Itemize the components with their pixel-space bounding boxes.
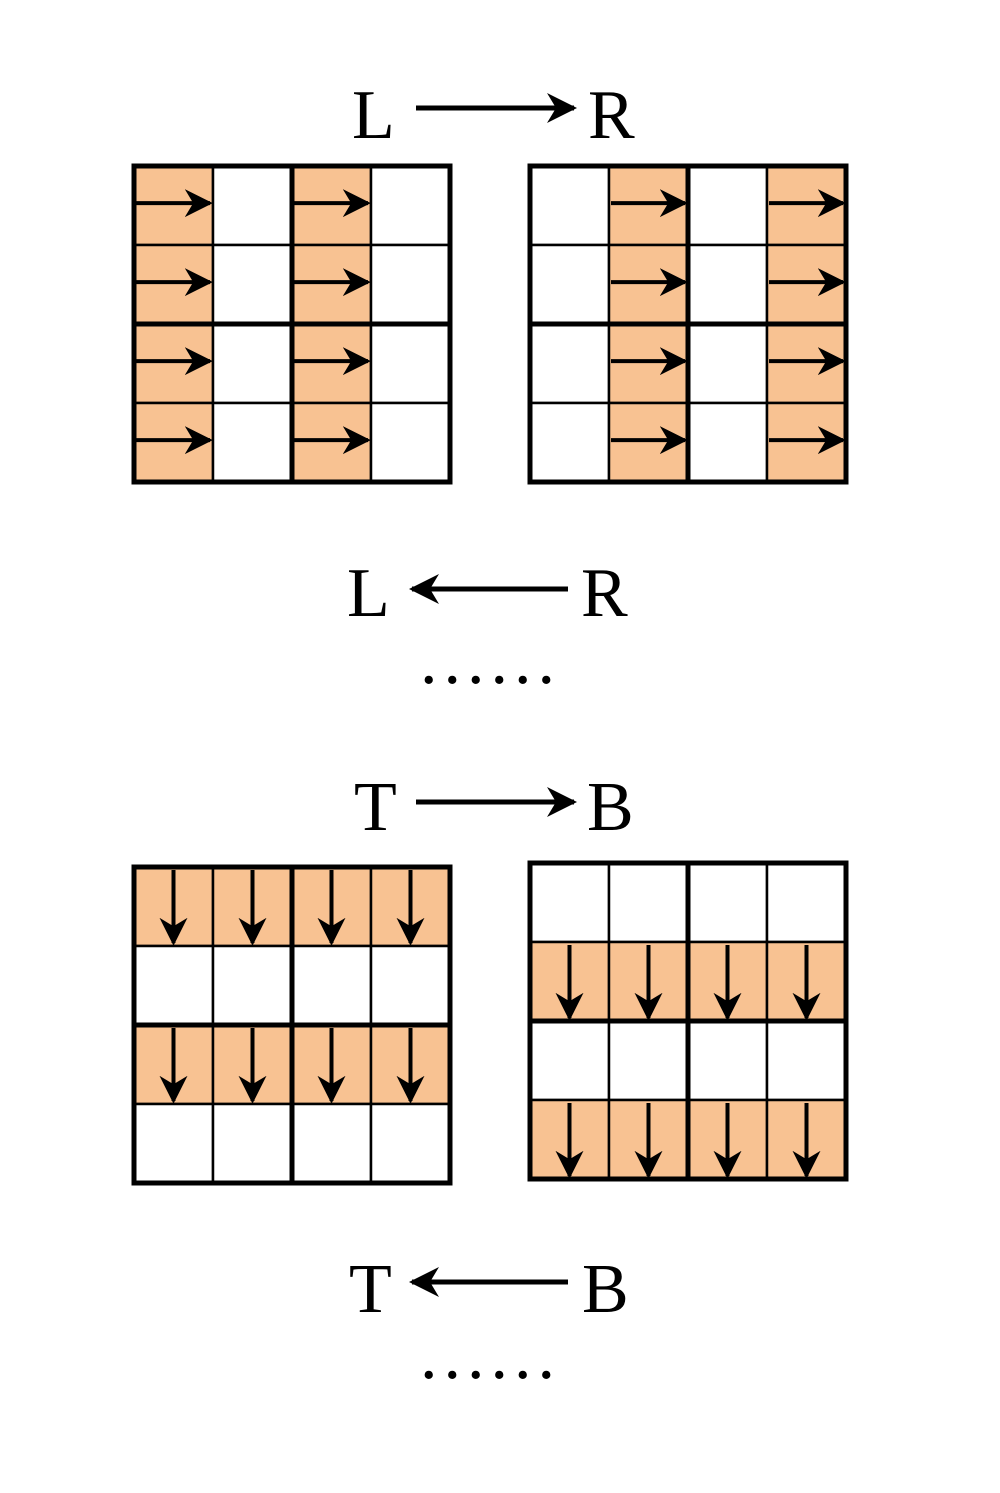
grid-cell-highlighted: [607, 164, 690, 247]
grid-cell: [686, 322, 769, 405]
grid-cell-highlighted: [290, 164, 373, 247]
grid-cell: [290, 1102, 373, 1185]
grid-cell: [607, 861, 690, 944]
grid-cell-highlighted: [132, 164, 215, 247]
grid-cell: [290, 944, 373, 1027]
grid-cell: [765, 861, 848, 944]
grid-cell: [211, 944, 294, 1027]
grid-cell-highlighted: [132, 243, 215, 326]
grid-cell-highlighted: [132, 322, 215, 405]
label-backward-to: R: [581, 555, 628, 632]
grid-lr-right: [527, 163, 849, 485]
grid-border: [131, 163, 453, 485]
grid-cell: [132, 944, 215, 1027]
grid-cell: [369, 401, 452, 484]
grid-cell: [528, 1019, 611, 1102]
grid-cell: [686, 1019, 769, 1102]
grid-cell: [211, 322, 294, 405]
grid-border: [131, 864, 453, 1186]
grid-lr-left: [131, 163, 453, 485]
grid-cell: [369, 944, 452, 1027]
label-forward-from: L: [352, 77, 395, 154]
label-forward-to: R: [588, 77, 635, 154]
grid-cell: [528, 401, 611, 484]
label-backward-from: L: [347, 555, 390, 632]
grid-cell: [369, 322, 452, 405]
section-horizontal: L R L R ......: [131, 77, 849, 699]
grid-cell-highlighted: [290, 243, 373, 326]
grid-border: [527, 860, 849, 1182]
ellipsis: ......: [420, 1317, 561, 1394]
label-backward-to: B: [582, 1251, 629, 1328]
label-forward-to: B: [587, 769, 634, 846]
grid-cell: [528, 322, 611, 405]
grid-cell-highlighted: [765, 401, 848, 484]
grid-cell-highlighted: [290, 322, 373, 405]
grid-cell: [211, 164, 294, 247]
label-backward-from: T: [349, 1251, 392, 1328]
grid-cell: [686, 861, 769, 944]
grid-cell: [528, 861, 611, 944]
label-forward-from: T: [354, 769, 397, 846]
grid-cell: [686, 164, 769, 247]
grid-cell-highlighted: [290, 401, 373, 484]
ellipsis: ......: [420, 622, 561, 699]
grid-cell: [686, 401, 769, 484]
grid-cell: [686, 243, 769, 326]
grid-cell: [369, 1102, 452, 1185]
section-vertical: T B T B ......: [131, 769, 849, 1394]
grid-cell-highlighted: [765, 164, 848, 247]
grid-cell: [211, 401, 294, 484]
grid-cell-highlighted: [132, 401, 215, 484]
grid-cell-highlighted: [765, 243, 848, 326]
grid-cell: [211, 1102, 294, 1185]
grid-cell: [211, 243, 294, 326]
grid-cell-highlighted: [765, 322, 848, 405]
grid-cell: [528, 164, 611, 247]
grid-cell-highlighted: [607, 243, 690, 326]
grid-cell: [607, 1019, 690, 1102]
grid-cell: [369, 243, 452, 326]
grid-border: [527, 163, 849, 485]
grid-cell: [528, 243, 611, 326]
grid-tb-right: [527, 860, 849, 1182]
grid-cell: [132, 1102, 215, 1185]
grid-cell: [765, 1019, 848, 1102]
grid-cell-highlighted: [607, 322, 690, 405]
grid-tb-left: [131, 864, 453, 1186]
grid-cell: [369, 164, 452, 247]
grid-cell-highlighted: [607, 401, 690, 484]
